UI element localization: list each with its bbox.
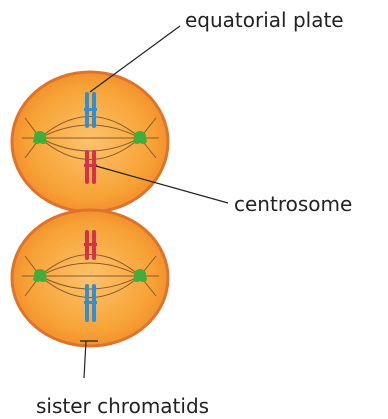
upper-cell <box>12 72 168 212</box>
centrosome-label: centrosome <box>234 194 352 214</box>
sister-chromatids-label: sister chromatids <box>36 396 209 416</box>
equatorial-plate-leader <box>90 26 180 92</box>
lower-cell <box>12 210 168 346</box>
equatorial-plate-label: equatorial plate <box>185 10 344 30</box>
